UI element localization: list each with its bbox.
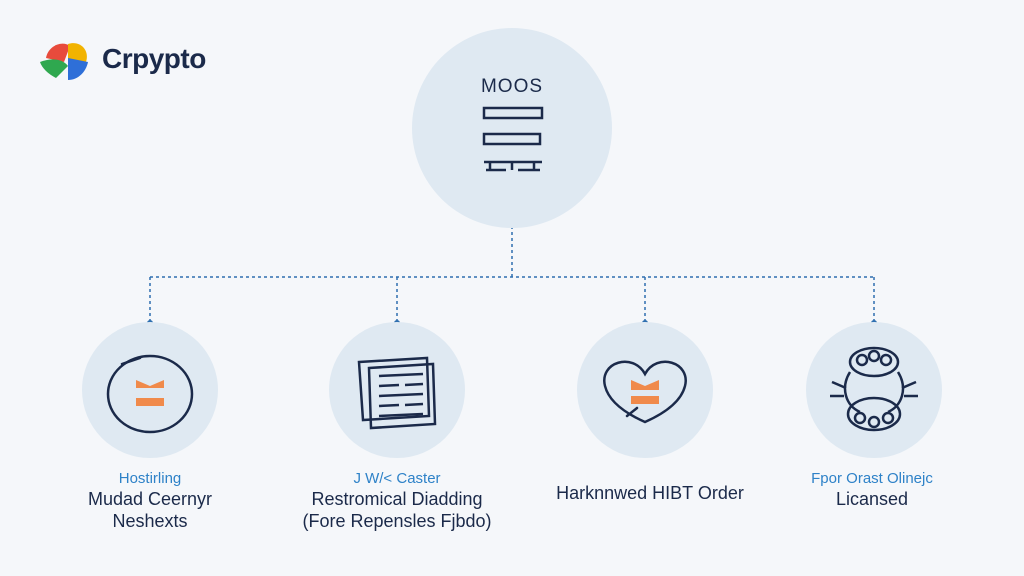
node-3	[577, 322, 713, 458]
node-1-line-2: Neshexts	[112, 511, 188, 531]
node-1	[82, 322, 218, 458]
node-4	[806, 322, 942, 458]
heart-icon	[603, 360, 687, 424]
node-2-subtitle: J W/< Caster	[353, 470, 441, 487]
brand-logo-icon	[40, 43, 88, 80]
chain-icon	[830, 346, 918, 432]
brand-name: Crpypto	[102, 43, 206, 74]
node-2-line-2: (Fore Repensles Fjbdo)	[302, 511, 492, 531]
brand-logo[interactable]: Crpypto	[38, 36, 206, 82]
ring-icon	[106, 354, 194, 434]
node-3-line-1: Harknnwed HIBT Order	[556, 483, 744, 503]
node-2-caption: J W/< Caster Restromical Diadding (Fore …	[277, 470, 517, 532]
hub-node: MOOS	[412, 28, 612, 228]
node-4-line-1: Licansed	[835, 489, 909, 509]
node-1-caption: Hostirling Mudad Ceernyr Neshexts	[30, 470, 270, 532]
node-4-caption: Fpor Orast Olinejc Licansed	[752, 470, 992, 510]
node-2	[329, 322, 465, 458]
node-1-line-1: Mudad Ceernyr	[87, 489, 213, 509]
node-2-line-1: Restromical Diadding	[311, 489, 483, 509]
node-3-caption: Harknnwed HIBT Order	[530, 482, 770, 504]
hub-label: MOOS	[480, 76, 544, 97]
document-icon	[357, 356, 437, 430]
node-4-subtitle: Fpor Orast Olinejc	[811, 470, 933, 487]
hub-bars-icon	[482, 106, 544, 172]
node-1-subtitle: Hostirling	[118, 470, 182, 487]
